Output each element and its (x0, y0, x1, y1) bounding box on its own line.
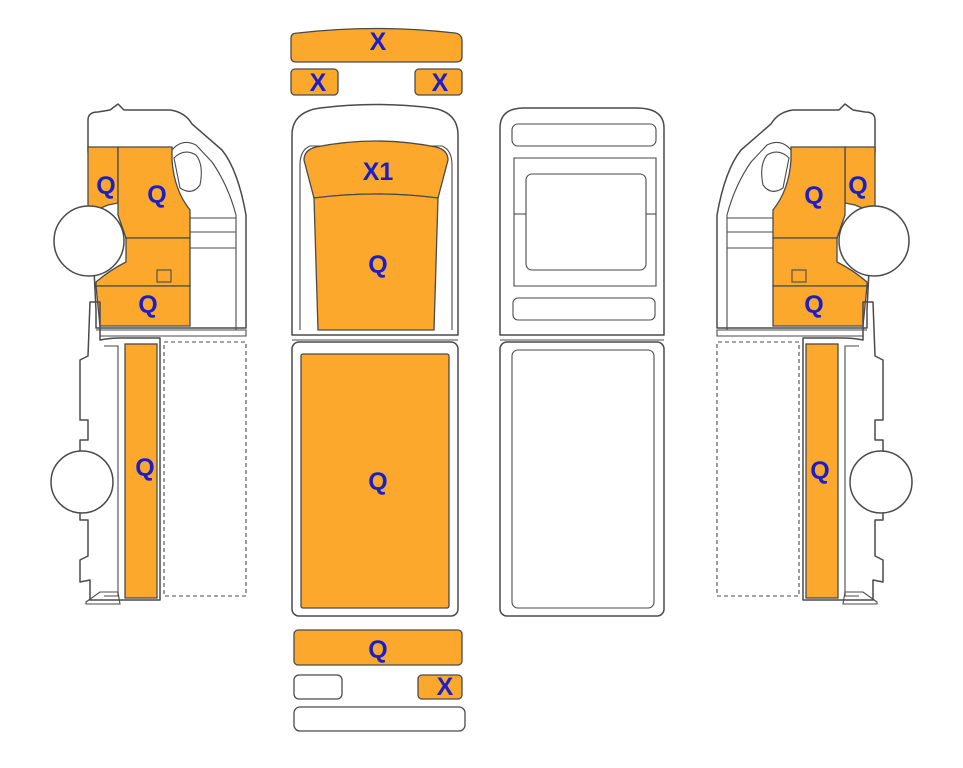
label-rear-small-right: X (437, 673, 454, 701)
under-cab-outline (499, 107, 665, 336)
label-right-cab-front: Q (848, 172, 867, 200)
label-left-cab-front: Q (96, 172, 115, 200)
left-side-view (50, 103, 247, 605)
label-roof-front-strip: X (370, 28, 387, 56)
rear-bumper (293, 629, 463, 666)
hood-top (313, 193, 439, 331)
cab-outline (291, 103, 459, 336)
left-body-shell (79, 301, 161, 601)
rear-small-left (293, 674, 343, 700)
label-right-lower-cab: Q (804, 291, 823, 319)
mirror-left (290, 68, 339, 96)
label-mirror-right: X (432, 69, 449, 97)
left-side-body (124, 343, 158, 599)
left-front-wheel (53, 205, 125, 277)
label-right-side-body: Q (810, 457, 829, 485)
label-left-door: Q (147, 181, 166, 209)
label-left-side-body: Q (135, 454, 154, 482)
left-cab-shell (87, 103, 247, 329)
label-hood-top: Q (368, 251, 387, 279)
label-mirror-left: X (310, 69, 327, 97)
label-left-lower-cab: Q (138, 291, 157, 319)
cargo-roof (300, 353, 450, 609)
top-view (290, 27, 466, 732)
right-side-view (716, 103, 913, 605)
label-right-door: Q (804, 182, 823, 210)
left-rear-wheel (50, 450, 114, 514)
rear-small-right (417, 674, 463, 700)
roof-front-strip (290, 27, 463, 63)
rear-bottom-strip (293, 706, 466, 732)
right-side-body (805, 343, 839, 599)
label-rear-bumper: Q (368, 636, 387, 664)
label-windshield: X1 (363, 158, 394, 186)
under-view (499, 107, 665, 617)
cargo-outline (291, 341, 459, 617)
mirror-right (414, 68, 463, 96)
label-cargo-roof: Q (368, 468, 387, 496)
panel-labels: X X X X1 Q Q Q X Q Q Q Q Q Q Q Q (96, 28, 867, 701)
